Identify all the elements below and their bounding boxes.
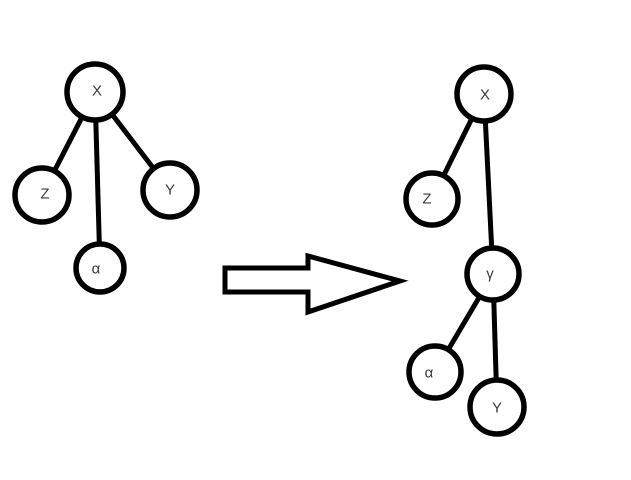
node-after-Z: Z <box>403 170 461 228</box>
node-label: X <box>480 86 490 103</box>
node-label: α <box>425 364 434 381</box>
node-label: X <box>92 82 102 99</box>
node-circle <box>140 160 200 220</box>
node-label: α <box>92 260 101 277</box>
edge-after-X-gamma <box>481 91 496 277</box>
node-after-gamma: γ <box>464 245 522 303</box>
node-circle <box>403 170 461 228</box>
node-label: Z <box>40 185 49 202</box>
node-before-X: X <box>64 61 126 123</box>
transform-arrow-layer <box>222 252 409 316</box>
node-after-alpha: α <box>406 343 464 401</box>
node-before-Z: Z <box>12 165 72 225</box>
node-label: γ <box>486 265 494 282</box>
node-circle <box>12 165 72 225</box>
node-circle <box>73 241 127 295</box>
node-after-X: X <box>454 64 514 124</box>
node-circle <box>464 245 522 303</box>
node-before-alpha: α <box>73 241 127 295</box>
node-before-Y: Y <box>140 160 200 220</box>
node-label: Z <box>422 190 431 207</box>
node-after-Y: Y <box>467 377 527 437</box>
node-circle <box>406 343 464 401</box>
node-label: Y <box>165 181 175 198</box>
node-circle <box>467 377 527 437</box>
right-arrow-icon <box>222 252 409 316</box>
node-circle <box>64 61 126 123</box>
node-label: Y <box>492 399 502 416</box>
node-circle <box>454 64 514 124</box>
